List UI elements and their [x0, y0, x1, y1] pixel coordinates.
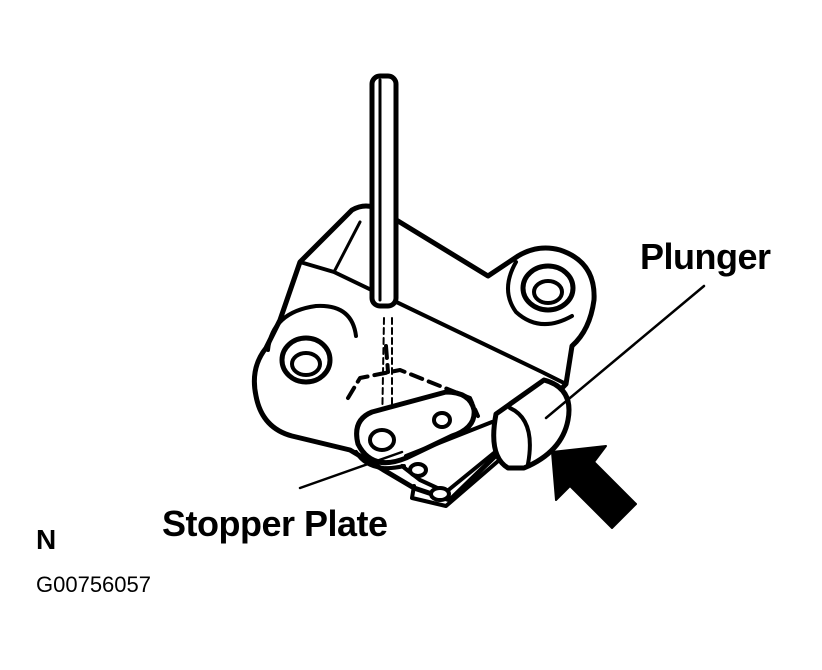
plunger-leader-line: [544, 284, 706, 420]
left-mounting-hole: [279, 335, 333, 385]
stopper-plate: [354, 389, 477, 471]
plunger: [491, 377, 572, 471]
view-letter: N: [36, 524, 57, 555]
plunger-guide: [400, 420, 506, 508]
right-mounting-hole: [520, 263, 576, 313]
push-arrow-icon: [551, 445, 637, 529]
stopper-plate-label: Stopper Plate: [162, 503, 388, 544]
plunger-label: Plunger: [640, 236, 771, 277]
figure-code: G00756057: [36, 572, 151, 597]
stopper-leader-line: [298, 450, 404, 490]
